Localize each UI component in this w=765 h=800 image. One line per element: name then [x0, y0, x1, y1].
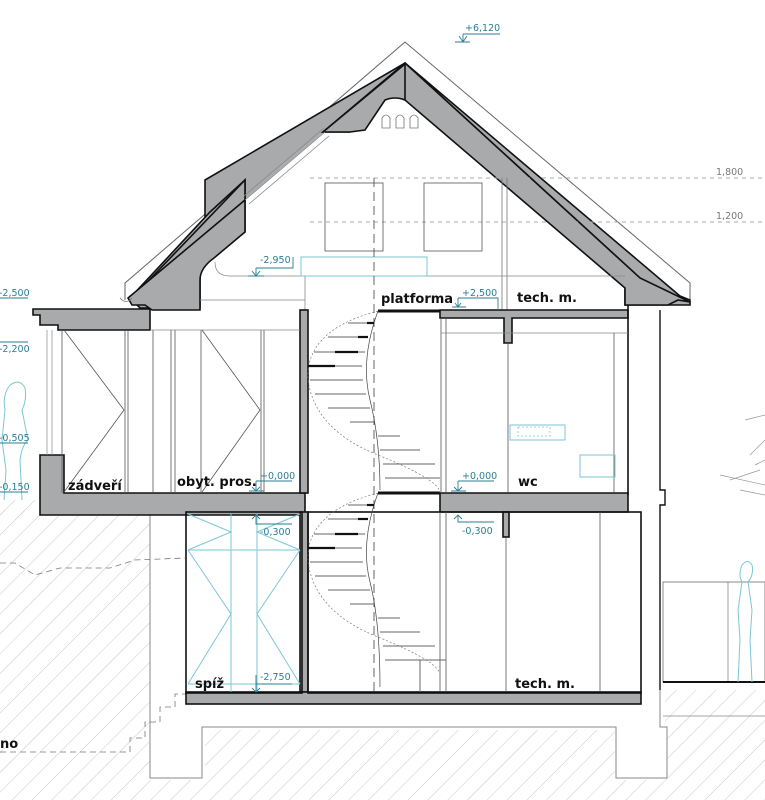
level-left-0150: -0,150: [0, 482, 30, 493]
room-label-spiz: spíž: [195, 677, 224, 692]
level-left-0505: -0,505: [0, 433, 30, 444]
roof-outline: [124, 41, 691, 300]
roof-left: [126, 62, 419, 311]
human-figure-right: [737, 561, 753, 683]
room-label-tech-m-upper: tech. m.: [517, 291, 577, 306]
room-label-partial: no: [0, 737, 18, 752]
tree-sketch: [719, 414, 765, 496]
level-markers: +6,120 -2,950 +2,500 +0,000 -0,300 +0,00…: [0, 23, 500, 693]
room-label-obyt-pros: obyt. pros.: [177, 475, 257, 490]
ground-hatch-left: [0, 500, 765, 800]
vestibule-roof: [32, 297, 151, 331]
roof-slab: [128, 61, 691, 309]
level-cellar-floor: -2,750: [260, 672, 291, 683]
guide-label-1200: 1,200: [716, 211, 743, 222]
guide-label-1800: 1,800: [716, 167, 743, 178]
ground-floor-partitions: [46, 318, 628, 692]
level-ground-right: +0,000: [462, 471, 497, 482]
room-label-tech-m-lower: tech. m.: [515, 677, 575, 692]
attic-interior: [200, 177, 765, 310]
level-ridge: +6,120: [465, 23, 500, 34]
room-label-zadveri: zádveří: [68, 479, 123, 494]
level-cellar-top-left: -0,300: [260, 527, 291, 538]
spiral-stair-lower: [307, 492, 446, 692]
human-figure-left: [1, 381, 29, 501]
level-cellar-top-right: -0,300: [462, 526, 493, 537]
ground-floor-slab: [39, 305, 666, 705]
level-left-2500: -2,500: [0, 288, 30, 299]
level-attic-floor: -2,950: [260, 255, 291, 266]
terrain-line: [0, 557, 190, 753]
level-platform: +2,500: [462, 288, 497, 299]
level-ground-left: +0,000: [260, 471, 295, 482]
room-label-wc: wc: [518, 475, 538, 490]
room-label-platforma: platforma: [381, 292, 453, 307]
spiral-stair-upper: [307, 310, 441, 494]
level-left-2200: -2,200: [0, 344, 30, 355]
